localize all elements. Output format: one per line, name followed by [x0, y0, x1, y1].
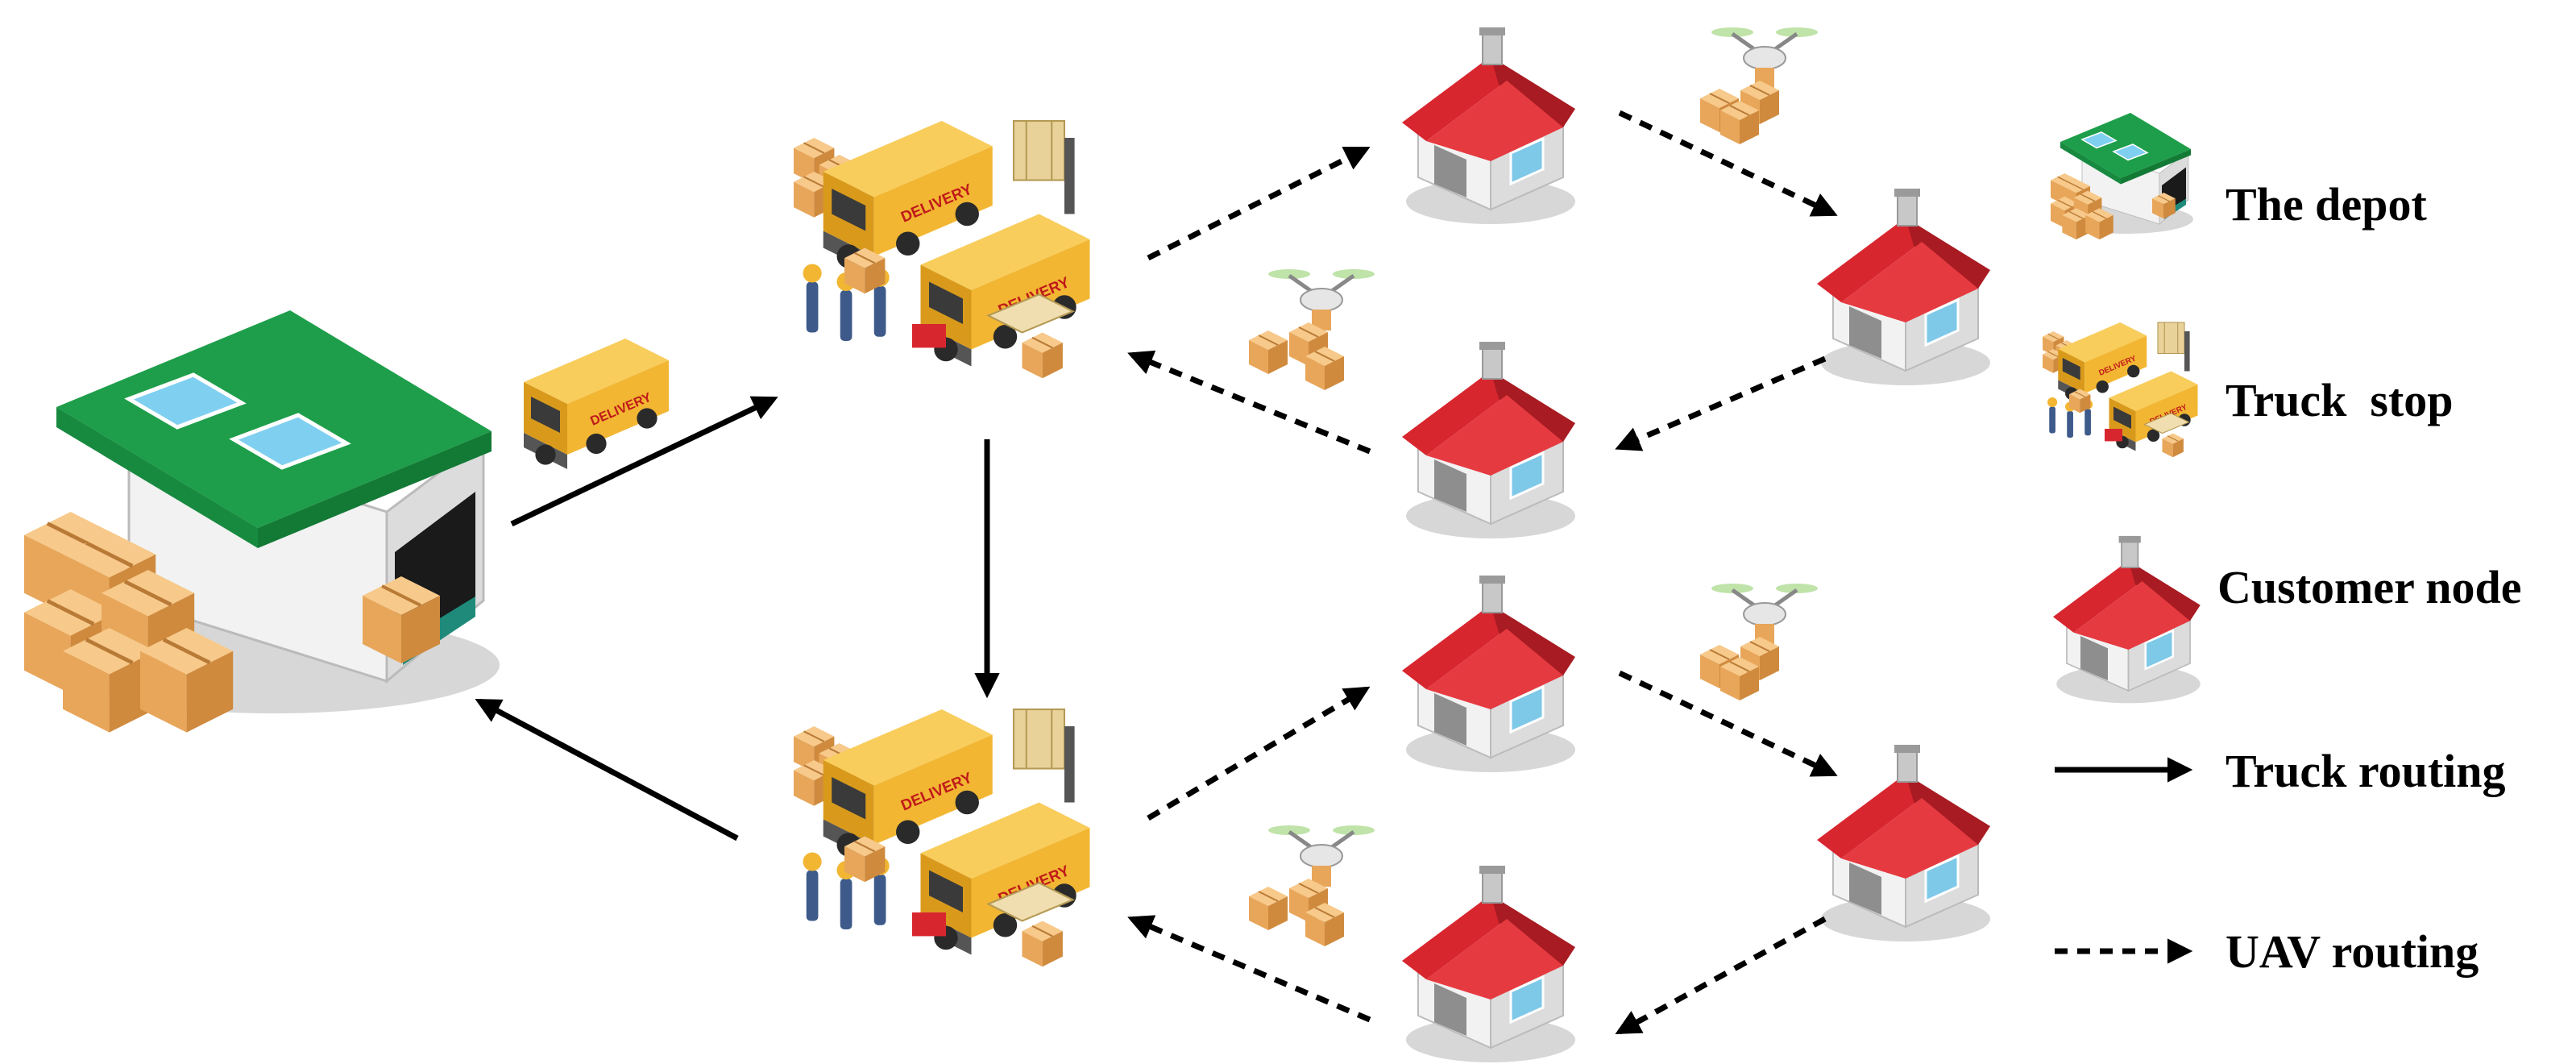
house-icon — [1400, 340, 1577, 540]
legend-customer-label: Customer node — [2217, 561, 2522, 613]
uav-route-arrow — [1147, 686, 1371, 821]
legend-truck-stop-icon — [2043, 322, 2198, 457]
drone-icon — [1248, 825, 1375, 947]
truck-stop-top-icon — [794, 121, 1090, 378]
house-icon — [1815, 743, 1992, 943]
uav-route-arrow — [1615, 916, 1827, 1035]
legend-depot-icon — [2051, 113, 2193, 239]
legend-customer-icon — [2051, 534, 2202, 704]
uav-route-arrow — [1615, 355, 1827, 451]
drone-icon — [1699, 27, 1818, 145]
legend-truck-routing-label: Truck routing — [2225, 745, 2506, 797]
legend-truck-stop-label: Truck stop — [2225, 374, 2454, 426]
truck-route-arrow — [475, 698, 739, 842]
depot-warehouse-icon — [24, 310, 500, 733]
uav-route-arrow — [1147, 146, 1371, 261]
house-icon — [1815, 187, 1992, 387]
delivery-van-icon — [524, 339, 669, 469]
uav-route-arrow — [1618, 670, 1838, 777]
truck-route-arrow — [510, 396, 778, 527]
drone-icon — [1699, 584, 1818, 701]
drone-icon — [1248, 269, 1375, 391]
house-icon — [1400, 864, 1577, 1064]
uav-route-arrow — [1127, 915, 1371, 1023]
uav-route-arrow — [1127, 350, 1371, 455]
house-icon — [1400, 26, 1577, 226]
uav-route-arrow — [1618, 110, 1838, 217]
truck-stop-bottom-icon — [794, 709, 1090, 966]
legend-depot-label: The depot — [2225, 178, 2427, 231]
legend-uav-routing-label: UAV routing — [2225, 925, 2479, 978]
house-icon — [1400, 574, 1577, 774]
